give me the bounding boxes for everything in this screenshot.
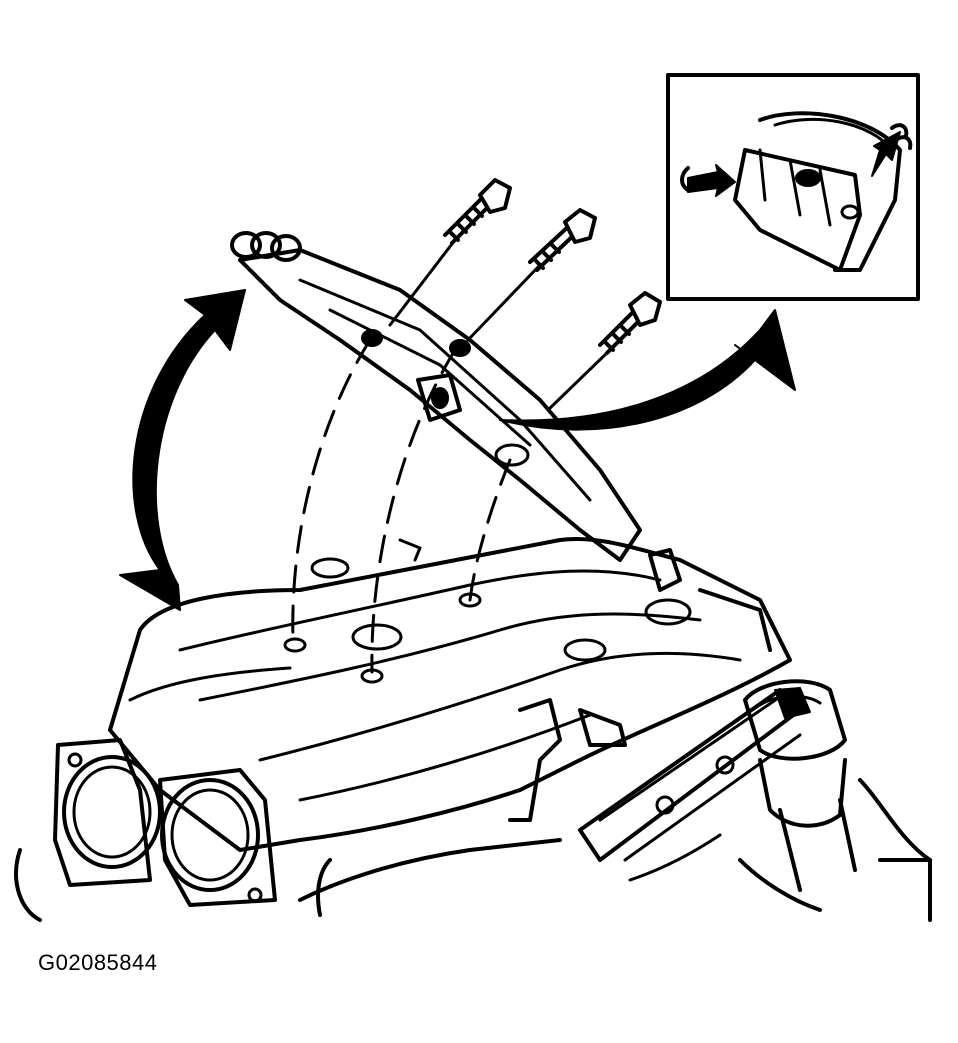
bolt-2 (528, 208, 597, 272)
bolt-1 (443, 178, 512, 245)
oil-filler-cap (743, 679, 857, 892)
figure-id-label: G02085844 (38, 950, 158, 975)
bolt-leader-lines (388, 238, 612, 412)
bolt-3 (598, 291, 662, 355)
remove-direction-arrow (499, 309, 796, 431)
pivot-double-arrow (119, 289, 246, 611)
upper-intake-manifold (108, 537, 792, 852)
engine-fuel-rail (298, 548, 932, 922)
alignment-dashed-lines (291, 338, 512, 674)
manifold-bracket (230, 231, 642, 562)
detail-inset (666, 73, 920, 301)
throttle-body-bores (14, 738, 277, 922)
